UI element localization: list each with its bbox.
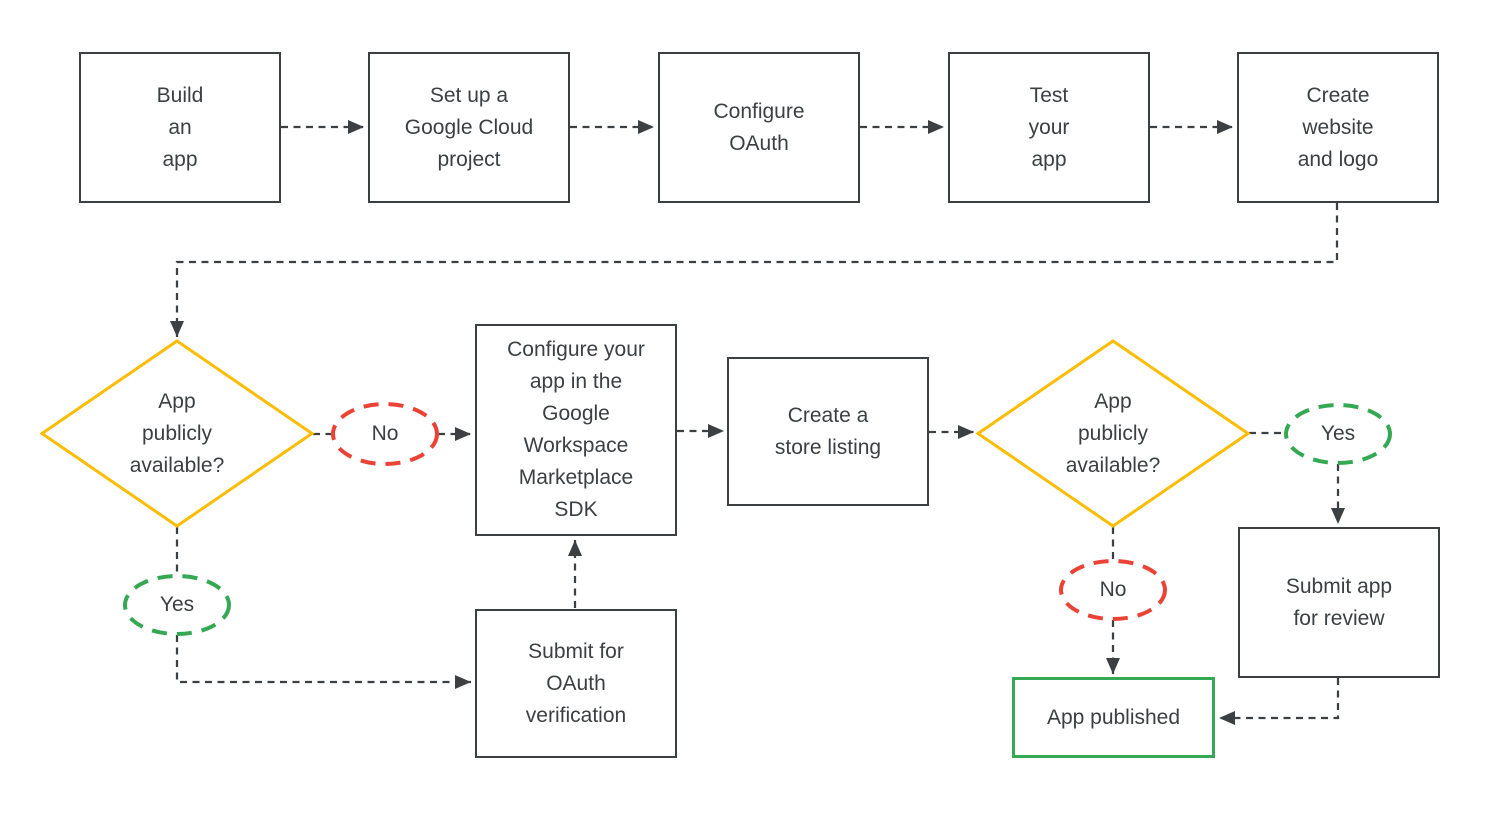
step-marketplace-sdk: Configure your app in the Google Workspa… — [475, 324, 677, 536]
edge-website-to-decision1 — [170, 203, 1339, 337]
decision1-label: App publicly available? — [129, 389, 225, 477]
step-app-published: App published — [1012, 677, 1215, 758]
decision1-diamond — [39, 339, 315, 528]
step-cloud-project: Set up a Google Cloud project — [368, 52, 570, 203]
step-submit-review: Submit app for review — [1238, 527, 1440, 678]
step-build-app: Build an app — [79, 52, 281, 203]
step-create-website: Create website and logo — [1237, 52, 1439, 203]
yes1-label: Yes — [159, 593, 195, 616]
yes1-oval — [123, 574, 231, 636]
step-configure-oauth: Configure OAuth — [658, 52, 860, 203]
decision2-label: App publicly available? — [1065, 389, 1161, 477]
step-store-listing: Create a store listing — [727, 357, 929, 506]
no1-label: No — [371, 422, 399, 445]
step-test-app: Test your app — [948, 52, 1150, 203]
yes2-oval — [1284, 403, 1392, 465]
no1-oval — [331, 402, 439, 466]
edge-review-to-published — [1219, 678, 1340, 725]
decision2-diamond — [975, 339, 1251, 528]
step-submit-oauth: Submit for OAuth verification — [475, 609, 677, 758]
no2-oval — [1059, 559, 1167, 621]
edge-yes1-to-submitoauth — [175, 635, 471, 689]
yes2-label: Yes — [1320, 422, 1356, 445]
no2-label: No — [1099, 578, 1127, 601]
